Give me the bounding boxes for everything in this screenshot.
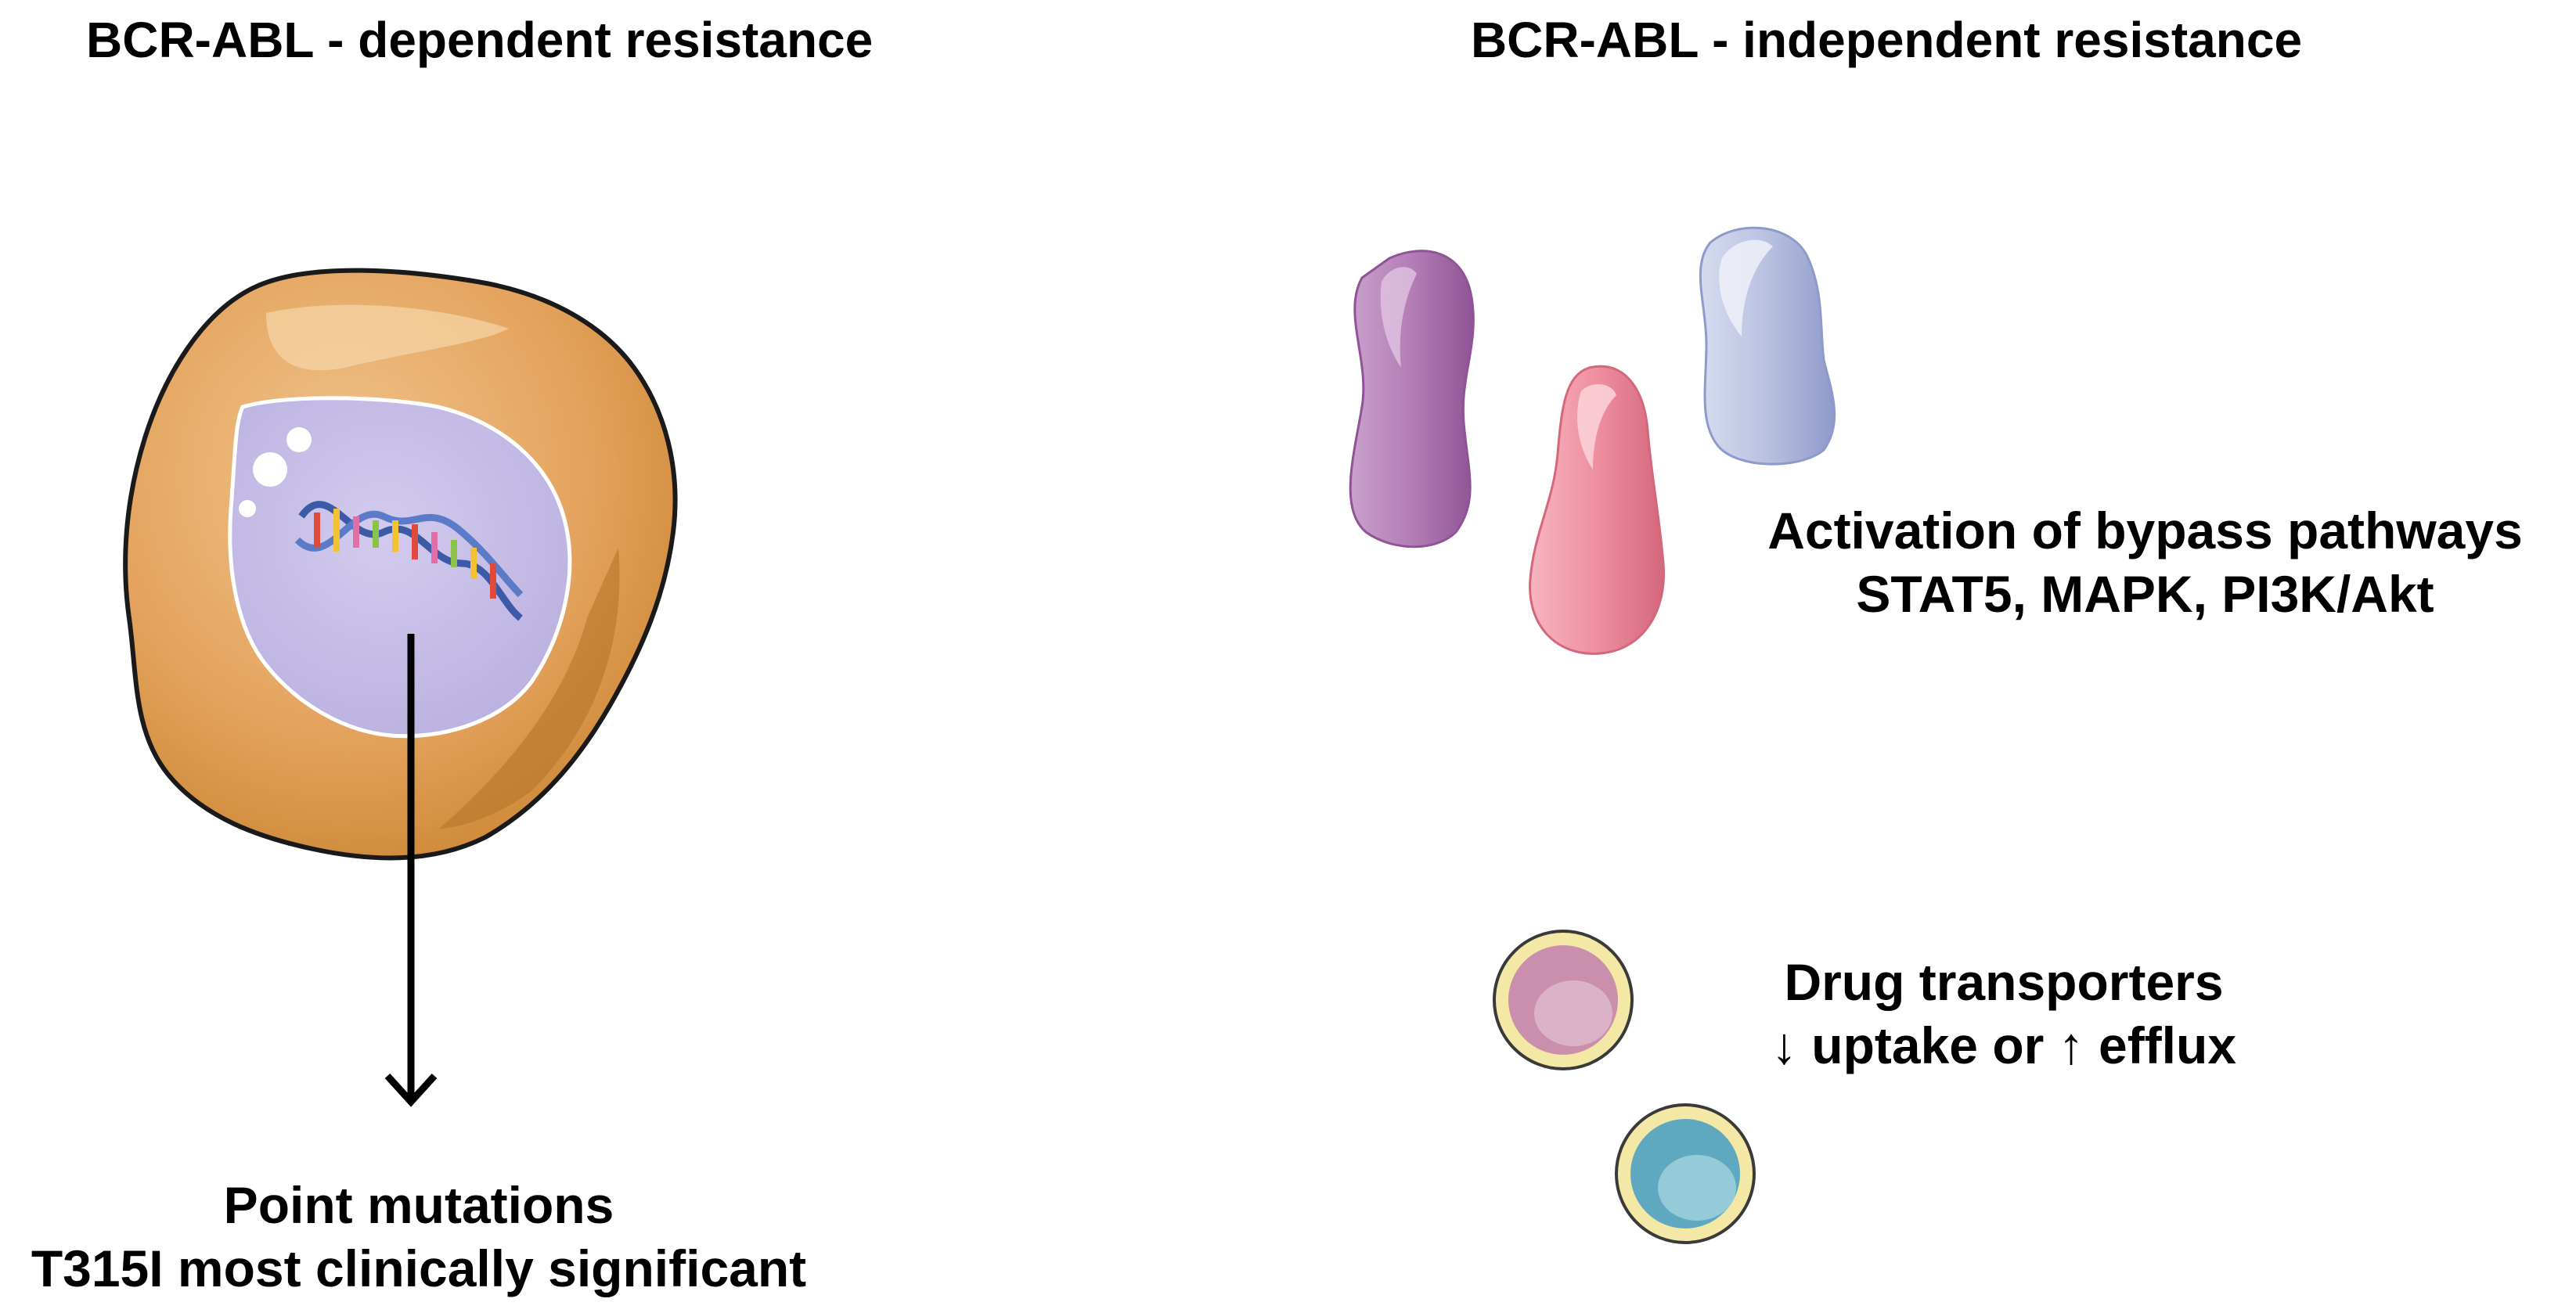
right-panel-title: BCR-ABL - independent resistance bbox=[1470, 12, 2303, 68]
point-mutations-caption: Point mutations T315I most clinically si… bbox=[0, 1174, 838, 1300]
cell-shadow bbox=[438, 548, 620, 829]
cell-illustration bbox=[123, 268, 678, 861]
dna-helix-icon bbox=[294, 501, 524, 621]
transporter-teal-icon bbox=[1615, 1103, 1756, 1244]
drug-transporters-line1: Drug transporters bbox=[1784, 953, 2224, 1011]
protein-pink-icon bbox=[1529, 365, 1666, 655]
bypass-pathways-line2: STAT5, MAPK, PI3K/Akt bbox=[1856, 564, 2434, 623]
cell-highlight bbox=[266, 304, 509, 371]
point-mutations-line2: T315I most clinically significant bbox=[31, 1239, 807, 1297]
drug-transporters-line2: ↓ uptake or ↑ efflux bbox=[1771, 1016, 2237, 1074]
nucleolus-bubble-large bbox=[253, 452, 287, 487]
left-panel-title: BCR-ABL - dependent resistance bbox=[86, 12, 874, 68]
drug-transporters-caption: Drug transporters ↓ uptake or ↑ efflux bbox=[1722, 951, 2286, 1077]
transporter-pink-icon bbox=[1493, 930, 1634, 1070]
protein-purple-icon bbox=[1349, 250, 1475, 549]
mutation-arrow-icon bbox=[384, 634, 438, 1107]
nucleolus-bubble-mid bbox=[286, 427, 312, 452]
bypass-pathways-line1: Activation of bypass pathways bbox=[1767, 502, 2523, 559]
protein-blue-icon bbox=[1699, 226, 1836, 466]
bypass-pathways-caption: Activation of bypass pathways STAT5, MAP… bbox=[1714, 499, 2576, 625]
nucleolus-bubble-small bbox=[239, 500, 256, 517]
nucleus bbox=[228, 396, 572, 739]
point-mutations-line1: Point mutations bbox=[223, 1176, 614, 1234]
